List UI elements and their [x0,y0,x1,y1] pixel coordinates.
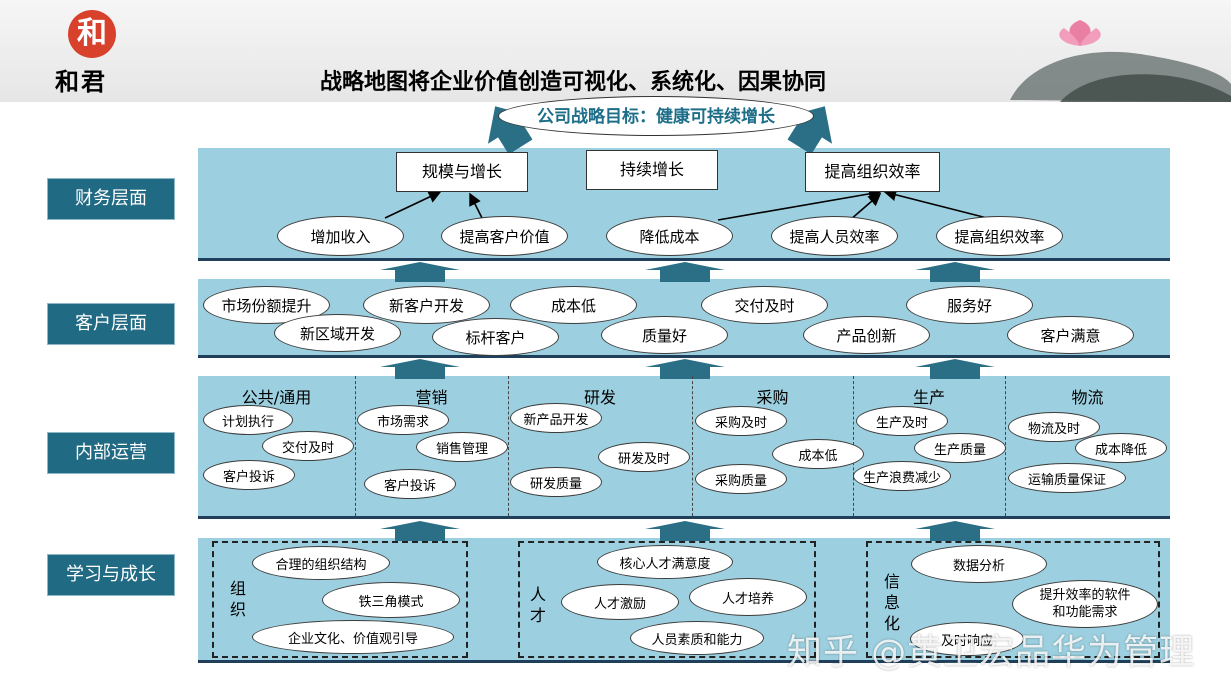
customer-ellipse: 客户满意 [1007,316,1134,354]
learning-group-talent [518,541,816,658]
learning-ellipse: 数据分析 [911,545,1047,583]
column-divider [508,376,509,516]
internal-ellipse: 市场需求 [357,405,449,435]
financial-ellipse: 降低成本 [606,216,733,256]
layer-label-internal: 内部运营 [47,432,175,474]
learning-ellipse: 企业文化、价值观引导 [252,620,454,654]
internal-ellipse: 物流及时 [1008,412,1100,442]
lotus-leaf-icon [1010,51,1231,102]
arrow-staff-efficiency [849,192,882,221]
learning-rule [198,660,1170,663]
customer-rule [198,355,1170,358]
learning-ellipse: 人员素质和能力 [630,621,764,655]
learning-ellipse-software: 提升效率的软件 和功能需求 [1012,580,1158,628]
learning-ellipse: 及时响应 [910,622,1024,656]
customer-ellipse: 新区域开发 [274,314,401,352]
customer-ellipse: 新客户开发 [363,286,490,324]
column-header-common: 公共/通用 [241,388,312,407]
customer-ellipse: 服务好 [906,286,1033,324]
learning-group-it [866,541,1160,658]
arrow-value-scale [469,192,483,219]
internal-ellipse: 新产品开发 [510,403,602,433]
column-header-production: 生产 [912,388,945,407]
group-label-talent: 人才 [529,585,546,625]
watermark: 知乎 @黄卫宏品华为管理 [787,633,1196,673]
level-arrows [380,262,995,541]
internal-ellipse: 运输质量保证 [1008,463,1126,493]
internal-ellipse: 计划执行 [203,405,293,435]
internal-ellipse: 生产质量 [914,433,1006,463]
logo-seal-icon: 和 [68,10,116,58]
group-label-organization: 组织 [229,579,246,619]
learning-ellipse-line: 和功能需求 [1052,605,1118,620]
customer-ellipse: 交付及时 [701,286,828,324]
financial-box-scale: 规模与增长 [396,152,528,192]
learning-ellipse: 人才培养 [689,578,807,616]
learning-ellipse-line: 提升效率的软件 [1039,588,1131,603]
internal-ellipse: 客户投诉 [203,460,295,490]
customer-ellipse: 市场份额提升 [203,286,330,324]
layer-label-financial: 财务层面 [47,178,175,220]
customer-ellipse: 质量好 [601,316,728,354]
financial-ellipse: 提高人员效率 [771,216,898,256]
arrow-org-efficiency [883,188,996,221]
internal-band [198,376,1170,516]
learning-ellipse: 合理的组织结构 [252,546,390,580]
internal-ellipse: 生产浪费减少 [853,461,951,491]
internal-ellipse: 研发及时 [598,442,690,472]
internal-ellipse: 销售管理 [416,432,508,462]
learning-group-organization [212,541,468,658]
internal-ellipse: 研发质量 [510,467,602,497]
column-header-rd: 研发 [583,388,616,407]
arrow-cost-efficiency [717,187,882,221]
internal-ellipse: 交付及时 [262,431,354,461]
group-label-it: 信息化 [883,572,900,633]
logo-text: 和君 [55,67,107,96]
column-header-marketing: 营销 [415,388,448,407]
internal-ellipse: 成本降低 [1075,433,1167,463]
internal-ellipse: 成本低 [772,439,864,469]
customer-ellipse: 标杆客户 [432,318,559,356]
internal-rule [198,516,1170,519]
customer-ellipse: 成本低 [510,286,637,324]
financial-ellipse: 增加收入 [277,216,404,256]
column-header-logistics: 物流 [1071,388,1104,407]
customer-ellipse: 产品创新 [803,316,930,354]
internal-ellipse: 生产及时 [856,406,948,436]
strategy-goal: 公司战略目标：健康可持续增长 [498,96,814,136]
column-header-purchasing: 采购 [756,388,789,407]
learning-ellipse: 人才激励 [561,584,679,620]
financial-ellipse: 提高组织效率 [936,216,1063,256]
column-divider [692,376,693,516]
arrow-revenue-scale [384,191,442,219]
learning-ellipse: 核心人才满意度 [597,545,733,579]
financial-box-efficiency: 提高组织效率 [805,152,940,192]
financial-ellipse: 提高客户价值 [441,216,568,256]
page-title: 战略地图将企业价值创造可视化、系统化、因果协同 [320,69,827,95]
financial-rule [198,258,1170,261]
internal-ellipse: 采购及时 [695,406,787,436]
financial-box-sustain: 持续增长 [586,150,718,190]
layer-label-customer: 客户层面 [47,303,175,345]
layer-label-learning: 学习与成长 [47,554,175,596]
internal-ellipse: 客户投诉 [364,469,456,499]
lotus-flower-icon [1059,20,1101,46]
column-divider [355,376,356,516]
learning-ellipse: 铁三角模式 [322,582,460,618]
internal-ellipse: 采购质量 [695,464,787,494]
